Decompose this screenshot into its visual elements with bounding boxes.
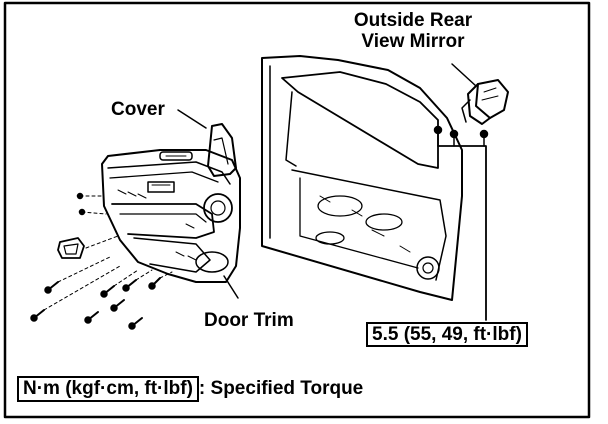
door-panel [261, 55, 463, 301]
cover-label: Cover [111, 99, 165, 120]
door-trim-leader-line [223, 275, 239, 299]
diagram-frame [3, 1, 591, 419]
legend-unit-box: N·m (kgf·cm, ft·lbf) [17, 376, 199, 402]
trim-clips [30, 192, 173, 330]
handle-bezel [57, 237, 85, 259]
bezel-dashed-line [85, 235, 119, 249]
cover-leader-line [177, 109, 207, 129]
torque-legend: N·m (kgf·cm, ft·lbf): Specified Torque [17, 376, 363, 402]
torque-value-box: 5.5 (55, 49, ft·lbf) [366, 322, 528, 347]
mirror-label-line2: View Mirror [361, 31, 465, 52]
door-trim-label: Door Trim [204, 310, 294, 331]
mirror-bolts [433, 125, 489, 321]
mirror-label: Outside Rear View Mirror [338, 10, 488, 52]
door-trim-panel [101, 149, 241, 283]
legend-description: : Specified Torque [198, 378, 364, 399]
outside-mirror [461, 79, 509, 125]
mirror-label-line1: Outside Rear [353, 10, 473, 31]
mirror-leader-line [451, 63, 477, 87]
